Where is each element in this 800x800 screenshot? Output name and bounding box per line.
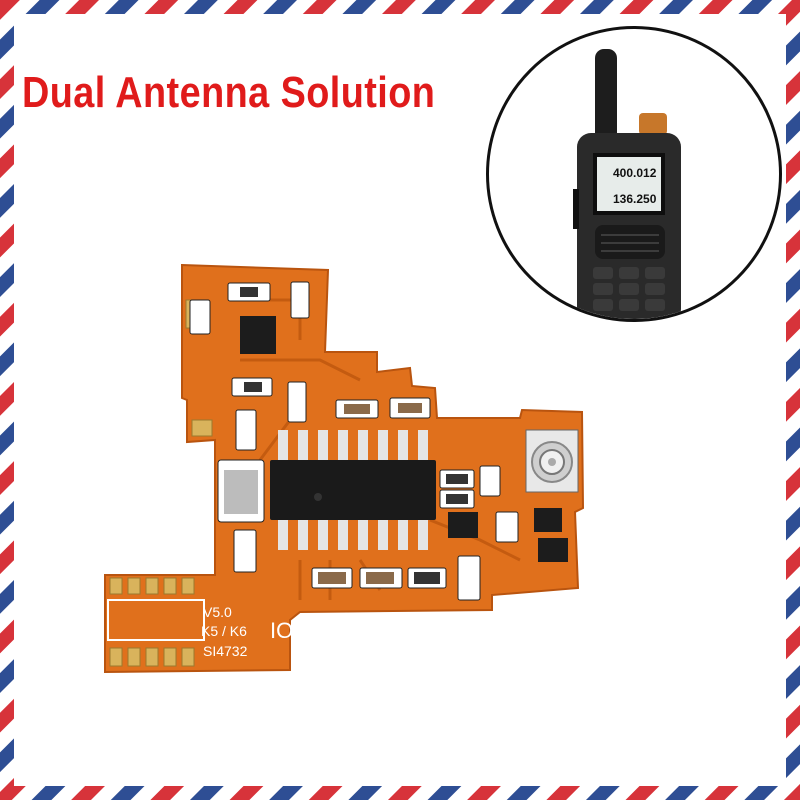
silk-chip: SI4732 <box>203 643 248 659</box>
product-thumbnail: 400.012 136.250 <box>486 26 782 322</box>
silk-version: V5.0 <box>203 604 232 620</box>
radio-freq-b: 136.250 <box>613 192 657 206</box>
smd-components <box>189 281 568 601</box>
silk-brand: IOTCU <box>270 618 338 643</box>
antenna-connector-icon <box>525 429 579 493</box>
chip-icon <box>270 430 436 550</box>
silk-models: K5 / K6 <box>201 623 247 639</box>
radio-icon: 400.012 136.250 <box>573 49 681 319</box>
regulator-ic <box>240 316 276 354</box>
radio-freq-a: 400.012 <box>613 166 657 180</box>
page-title: Dual Antenna Solution <box>22 68 436 117</box>
